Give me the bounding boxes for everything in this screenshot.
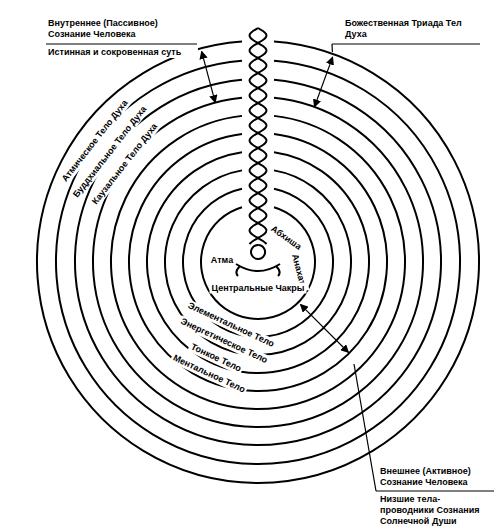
chakra-label: Центральные Чакры <box>210 283 307 294</box>
helix-strand <box>250 28 267 244</box>
double-helix <box>249 28 266 244</box>
text-anchor: Божественная Триада Тел Духа <box>345 18 470 40</box>
callout-text: Внешнее (Активное) Сознание Человека <box>380 466 492 488</box>
chakra-label: Абхиша <box>267 222 305 253</box>
body-ring: Ментальное ТелоТонкое ТелоЭнергетическое… <box>128 132 388 392</box>
ring-line <box>111 116 405 409</box>
chakra-label: Атма <box>209 255 235 266</box>
callout-text: Внутреннее (Пассивное) Сознание Человека <box>48 18 178 40</box>
helix-strand <box>249 28 266 244</box>
body-ring: Атмическое Тело ДухаБуддхиальное Тело Ду… <box>36 40 480 484</box>
double-arrow <box>314 57 332 107</box>
leader-line <box>376 490 494 491</box>
callout-text: Низшие тела-проводники Сознания Солнечно… <box>380 494 494 527</box>
ring-line <box>37 42 479 483</box>
leader-line <box>46 43 197 44</box>
callout-text: Божественная Триада Тел Духа <box>345 18 470 40</box>
text-anchor: Внутреннее (Пассивное) Сознание Человека <box>48 18 178 40</box>
callout-text: Истинная и сокровенная суть <box>48 47 198 58</box>
ring-outline <box>36 40 480 484</box>
text-anchor: Внешнее (Активное) Сознание Человека <box>380 466 492 488</box>
body-ring: АтмаАбхишаАнахатаЦентральные Чакры <box>200 204 316 320</box>
ring-line <box>56 61 460 464</box>
ring-line <box>147 152 369 373</box>
ring-line <box>129 134 387 391</box>
center-knot <box>236 245 280 276</box>
ring-line <box>75 80 441 445</box>
ring-line <box>201 207 315 319</box>
body-ring: Элементальное ТелоАтмаАбхишаАнахатаЦентр… <box>182 186 334 338</box>
text-anchor: Истинная и сокровенная суть <box>48 47 198 58</box>
text-anchor: Низшие тела-проводники Сознания Солнечно… <box>380 494 494 527</box>
body-ring: Тонкое ТелоЭнергетическое ТелоЭлементаль… <box>146 150 370 374</box>
leader-line <box>332 43 480 44</box>
double-arrow <box>202 51 216 102</box>
body-ring: Энергетическое ТелоЭлементальное ТелоАтм… <box>164 168 352 356</box>
leader-line <box>331 44 333 52</box>
